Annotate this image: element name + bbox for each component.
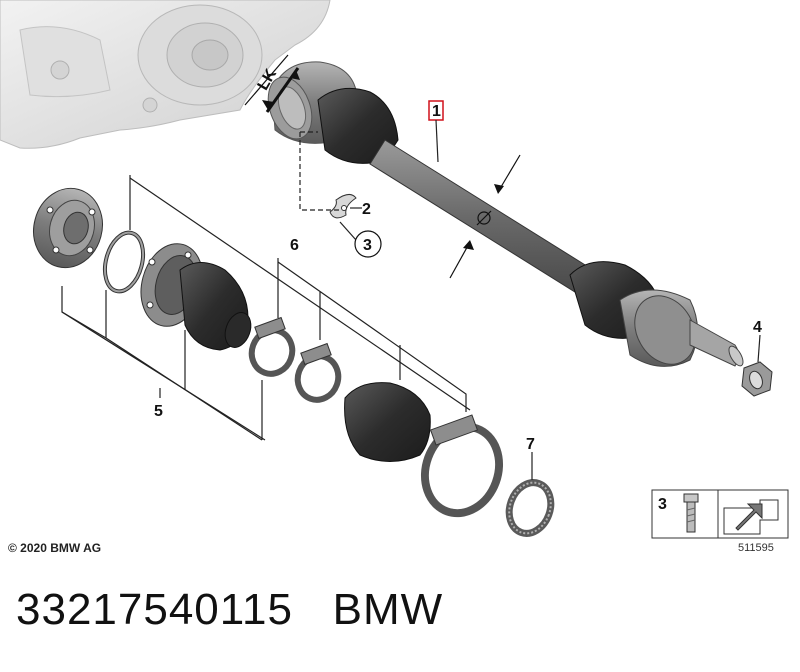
callout-6[interactable]: 6 — [290, 237, 299, 254]
small-clamp-1 — [248, 316, 296, 377]
svg-text:4: 4 — [753, 319, 762, 336]
callout-2[interactable]: 2 — [350, 201, 371, 218]
diameter-marker — [449, 154, 521, 279]
brand-name: BMW — [332, 585, 444, 634]
svg-text:2: 2 — [362, 201, 371, 218]
callout-7[interactable]: 7 — [526, 436, 535, 480]
differential-housing — [0, 0, 331, 149]
bracket-kit-6 — [277, 258, 467, 412]
single-use-arrow-icon — [723, 499, 779, 535]
circlip — [102, 230, 146, 294]
outer-boot — [344, 382, 431, 462]
copyright-notice: © 2020 BMW AG — [8, 541, 102, 555]
callout-4[interactable]: 4 — [753, 319, 762, 363]
svg-text:5: 5 — [154, 403, 163, 420]
callout-1[interactable]: 1 — [428, 100, 444, 163]
bolt-icon — [683, 493, 699, 533]
svg-text:3: 3 — [363, 237, 372, 254]
footer-caption: 33217540115 BMW — [16, 585, 443, 635]
diagram-number: 511595 — [738, 542, 774, 554]
drive-shaft-assembly — [267, 61, 744, 367]
svg-text:6: 6 — [290, 237, 299, 254]
callout-5[interactable]: 5 — [154, 403, 163, 420]
callout-3[interactable]: 3 — [339, 221, 382, 258]
flange-cover — [33, 187, 103, 269]
lock-clip — [329, 194, 357, 219]
inner-boot — [179, 262, 252, 351]
collar-nut — [741, 361, 773, 397]
part-number: 33217540115 — [16, 585, 293, 634]
small-clamp-2 — [294, 342, 342, 403]
svg-text:7: 7 — [526, 436, 535, 453]
svg-text:1: 1 — [432, 103, 441, 120]
large-clamp — [420, 414, 504, 518]
legend-box: 3 — [651, 489, 789, 539]
legend-item-number: 3 — [658, 496, 667, 513]
abs-tone-ring — [505, 479, 555, 537]
bracket-kit-5 — [61, 175, 471, 441]
